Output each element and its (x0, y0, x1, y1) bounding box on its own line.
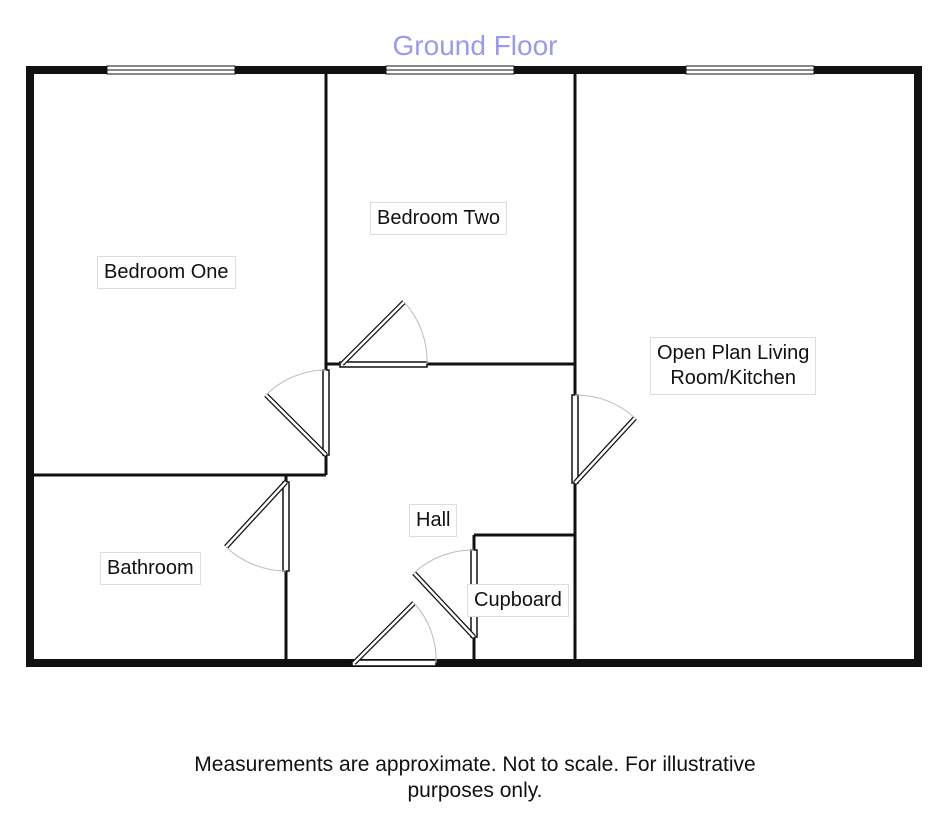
door-bathroom (224, 480, 290, 572)
windows (106, 65, 815, 75)
door-bedroom-two (339, 300, 428, 368)
window-living-room (685, 65, 815, 75)
living-room-label-line2: Room/Kitchen (670, 367, 796, 389)
room-label-cupboard: Cupboard (467, 584, 569, 617)
room-label-bedroom-two: Bedroom Two (370, 202, 508, 235)
disclaimer-line1: Measurements are approximate. Not to sca… (194, 753, 756, 776)
door-bedroom-one (264, 369, 330, 457)
interior-walls (34, 74, 577, 659)
room-label-bathroom: Bathroom (100, 552, 201, 585)
disclaimer: Measurements are approximate. Not to sca… (0, 752, 950, 804)
floor-title: Ground Floor (392, 30, 558, 61)
room-label-bedroom-one: Bedroom One (97, 256, 236, 289)
room-label-living-room: Open Plan Living Room/Kitchen (650, 337, 817, 395)
room-label-hall: Hall (409, 504, 458, 537)
window-bedroom-two (385, 65, 515, 75)
window-bedroom-one (106, 65, 236, 75)
door-entrance (351, 601, 437, 667)
doors (224, 300, 637, 667)
living-room-label-line1: Open Plan Living (657, 342, 810, 364)
door-living-room (571, 394, 637, 485)
disclaimer-line2: purposes only. (407, 779, 543, 802)
